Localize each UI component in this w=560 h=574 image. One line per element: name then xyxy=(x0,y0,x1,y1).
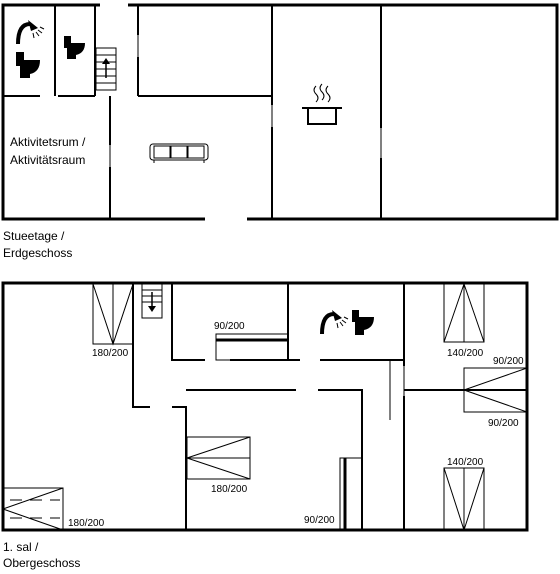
door-gap-right-upper xyxy=(386,366,392,396)
bed-size-label: 90/200 xyxy=(214,321,245,332)
bed-top-right xyxy=(443,282,485,343)
stairs-down-icon xyxy=(141,283,163,319)
bed-right-upper xyxy=(463,367,528,391)
stairs-up-icon xyxy=(95,47,117,91)
door-gap-activity xyxy=(108,145,114,167)
ground-floor-name-line2: Erdgeschoss xyxy=(3,246,72,260)
upper-floor-name-line1: 1. sal / xyxy=(3,540,39,554)
ground-floor-name-line1: Stueetage / xyxy=(3,229,65,243)
bed-top-left xyxy=(92,283,134,346)
ground-entrance-gap-bottom xyxy=(205,216,247,222)
bed-size-label: 140/200 xyxy=(447,348,484,359)
door-right-jambs xyxy=(389,360,405,420)
bed-size-label: 90/200 xyxy=(493,356,524,367)
toilet-icon xyxy=(64,36,85,59)
bed-center xyxy=(186,436,251,480)
bed-right-lower xyxy=(463,389,528,413)
bed-bottom-left xyxy=(2,487,64,531)
wall-center-room xyxy=(186,389,363,530)
door-gap-kitchen xyxy=(270,105,276,127)
toilet-icon xyxy=(352,310,374,335)
upper-floor-name-line2: Obergeschoss xyxy=(3,556,80,570)
bed-size-label: 180/200 xyxy=(211,484,248,495)
door-gap-right xyxy=(379,128,385,158)
activity-room-label-line1: Aktivitetsrum / xyxy=(10,135,86,149)
wall-bed-mid-left xyxy=(171,283,205,361)
bed-size-label: 90/200 xyxy=(304,515,335,526)
ground-floor: Aktivitetsrum / Aktivitätsraum Stueetage… xyxy=(1,2,559,260)
bed-bottom-right xyxy=(443,467,485,532)
ground-floor-outer-wall xyxy=(1,3,559,221)
bed-top-mid xyxy=(215,333,289,361)
door-gap-stair xyxy=(136,35,142,57)
upper-floor-outer-wall xyxy=(1,281,529,532)
bed-size-label: 180/200 xyxy=(92,348,129,359)
shower-icon xyxy=(320,310,349,335)
wall-bath-upper xyxy=(230,283,404,361)
wall-upper-left-room xyxy=(132,283,187,530)
bed-size-label: 140/200 xyxy=(447,457,484,468)
bed-bottom-mid xyxy=(339,457,363,531)
cooking-pot-icon xyxy=(302,83,342,125)
activity-room-label-line2: Aktivitätsraum xyxy=(10,153,85,167)
ground-entrance-gap-top xyxy=(100,2,128,8)
sofa-icon xyxy=(149,143,209,163)
bed-size-label: 90/200 xyxy=(488,418,519,429)
upper-floor: 180/200 90/200 140/200 90/200 90/200 180… xyxy=(1,281,529,570)
shower-icon xyxy=(16,20,45,45)
toilet-icon xyxy=(16,52,40,78)
door-jambs xyxy=(109,35,382,167)
bed-size-label: 180/200 xyxy=(68,518,105,529)
